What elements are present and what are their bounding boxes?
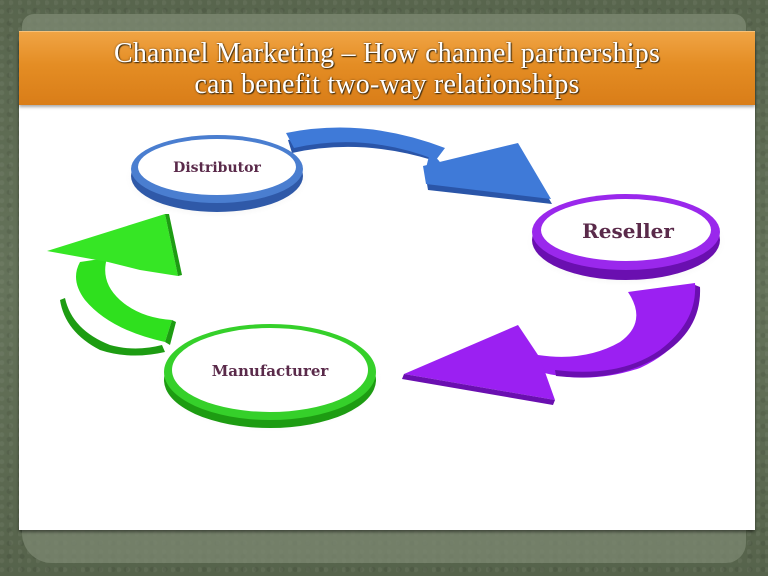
node-label-manufacturer: Manufacturer: [212, 362, 330, 380]
title-line-1: Channel Marketing – How channel partners…: [113, 37, 661, 69]
node-label-reseller: Reseller: [582, 219, 674, 243]
node-manufacturer: Manufacturer: [158, 324, 382, 432]
torn-paper-bottom: [22, 525, 746, 563]
title-banner: Channel Marketing – How channel partners…: [19, 31, 755, 105]
node-distributor: Distributor: [125, 135, 309, 218]
arrow-manufacturer-to-distributor: [47, 214, 182, 356]
title-line-2: can benefit two-way relationships: [194, 68, 580, 100]
arrow-distributor-to-reseller: [286, 127, 552, 204]
node-reseller: Reseller: [526, 194, 726, 286]
arrow-reseller-to-manufacturer: [402, 283, 701, 405]
node-label-distributor: Distributor: [173, 160, 261, 176]
